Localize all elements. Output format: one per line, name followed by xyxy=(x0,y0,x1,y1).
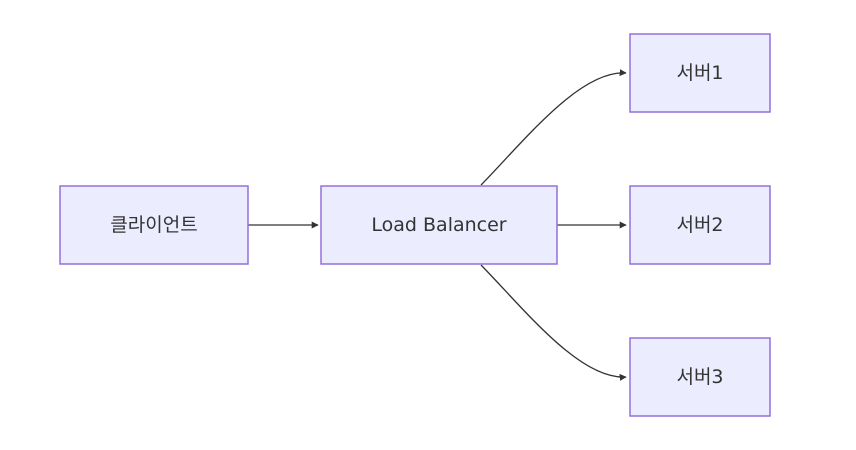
node-server1-label: 서버1 xyxy=(676,62,723,84)
node-server1[interactable]: 서버1 xyxy=(629,33,771,113)
node-load-balancer-label: Load Balancer xyxy=(371,214,506,236)
edge-load-balancer-to-server3 xyxy=(480,264,627,381)
edge-load-balancer-to-server1 xyxy=(480,69,627,186)
node-server2-box xyxy=(629,185,771,265)
edges xyxy=(248,69,627,381)
node-server3-label: 서버3 xyxy=(676,366,723,388)
node-client-label: 클라이언트 xyxy=(110,214,197,236)
node-server3[interactable]: 서버3 xyxy=(629,337,771,417)
node-server3-box xyxy=(629,337,771,417)
node-server1-box xyxy=(629,33,771,113)
node-client-box xyxy=(59,185,249,265)
node-load-balancer-box xyxy=(320,185,558,265)
node-server2[interactable]: 서버2 xyxy=(629,185,771,265)
node-server2-label: 서버2 xyxy=(676,214,723,236)
node-load-balancer[interactable]: Load Balancer xyxy=(320,185,558,265)
node-client[interactable]: 클라이언트 xyxy=(59,185,249,265)
